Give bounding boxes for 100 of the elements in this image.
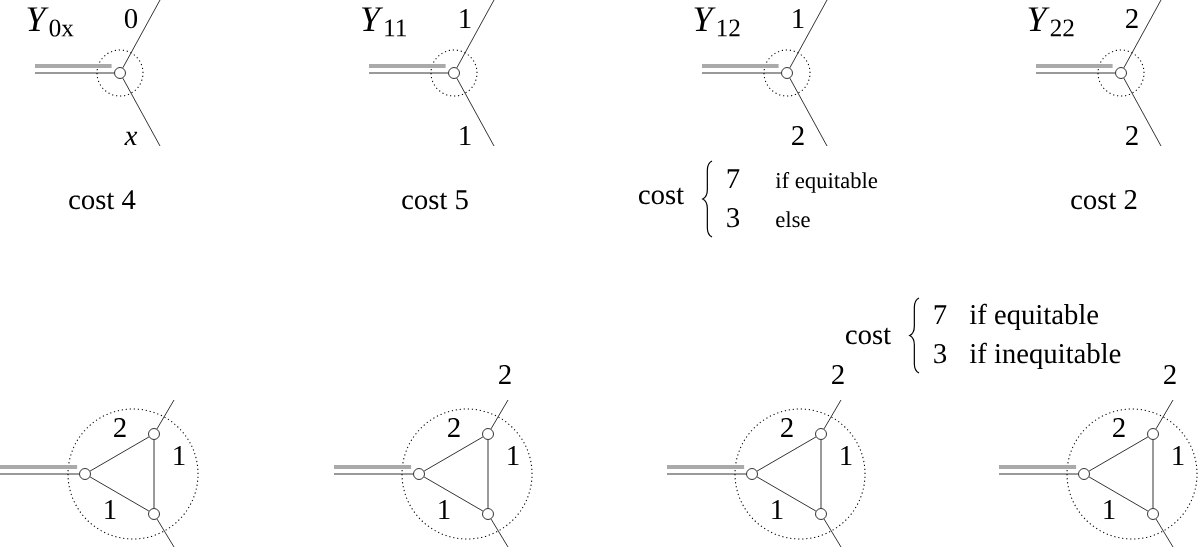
line <box>34 72 115 74</box>
vertex <box>1147 428 1159 440</box>
line <box>1123 77 1162 147</box>
line <box>998 473 1079 475</box>
edge-label: 0 <box>124 8 138 29</box>
thick-line <box>35 64 112 68</box>
line <box>333 473 414 475</box>
line <box>156 518 175 547</box>
edge-label: 1 <box>174 446 185 465</box>
thick-line <box>369 64 446 68</box>
value-label: 7 <box>934 305 947 324</box>
cost-label: cost 4 <box>69 190 136 210</box>
dotted-circle <box>1066 408 1198 540</box>
edge-label: 2 <box>448 418 460 437</box>
vertex <box>1147 508 1159 520</box>
edge-label: 2 <box>114 418 126 437</box>
line <box>1155 518 1174 547</box>
condition-label: if equitable <box>775 172 878 193</box>
edge-label: 2 <box>832 365 844 384</box>
thick-line <box>702 64 779 68</box>
dotted-circle <box>96 49 144 97</box>
line <box>789 0 828 69</box>
edge-label: 2 <box>1126 126 1138 145</box>
edge-label: 1 <box>105 500 116 519</box>
vertex <box>746 468 758 480</box>
value-label: 3 <box>934 344 947 364</box>
vertex <box>1115 67 1127 79</box>
vertex <box>448 67 460 79</box>
vertex <box>148 428 160 440</box>
line <box>756 436 817 472</box>
condition-label: if equitable <box>969 303 1099 331</box>
line <box>756 476 817 512</box>
edge-label: x <box>124 131 138 145</box>
line <box>456 0 495 69</box>
dotted-circle <box>401 408 533 540</box>
dotted-circle <box>67 408 199 540</box>
line <box>666 473 747 475</box>
line <box>0 473 80 475</box>
line <box>122 77 161 147</box>
edge-label: 1 <box>1104 500 1115 519</box>
thick-line <box>0 465 78 469</box>
symbol-label: Y$_{11}$ <box>362 7 406 37</box>
vertex <box>482 508 494 520</box>
value-label: 7 <box>727 169 740 188</box>
line <box>423 436 484 472</box>
vertex <box>148 508 160 520</box>
edge-label: 1 <box>1173 446 1184 465</box>
line <box>1123 0 1162 69</box>
line <box>153 439 155 509</box>
edge-label: 1 <box>841 446 852 465</box>
vertex <box>815 428 827 440</box>
cost-label: cost <box>639 187 684 205</box>
edge-label: 2 <box>781 418 793 437</box>
line <box>1152 439 1154 509</box>
line <box>156 399 175 430</box>
thick-line <box>999 465 1077 469</box>
dotted-circle <box>1097 49 1145 97</box>
line <box>823 399 842 430</box>
line <box>89 476 150 512</box>
line <box>487 439 489 509</box>
edge-label: 2 <box>792 126 804 145</box>
vertex <box>114 67 126 79</box>
line <box>1088 436 1149 472</box>
symbol-label: Y$_{12}$ <box>694 7 740 37</box>
line <box>1035 72 1116 74</box>
edge-label: 2 <box>1126 9 1138 28</box>
cost-label: cost 5 <box>402 190 468 210</box>
line <box>820 439 822 509</box>
thick-line <box>667 465 745 469</box>
edge-label: 1 <box>460 9 471 28</box>
line <box>89 436 150 472</box>
line <box>490 399 509 430</box>
line <box>423 476 484 512</box>
dotted-circle <box>763 49 811 97</box>
thick-line <box>1036 64 1113 68</box>
value-label: 3 <box>727 208 740 228</box>
vertex <box>781 67 793 79</box>
edge-label: 2 <box>1113 418 1125 437</box>
line <box>1155 399 1174 430</box>
edge-label: 1 <box>508 446 519 465</box>
line <box>490 518 509 547</box>
symbol-label: Y$_{0x}$ <box>27 7 74 37</box>
edge-label: 1 <box>772 500 783 519</box>
edge-label: 2 <box>1164 365 1176 384</box>
thick-line <box>334 465 412 469</box>
vertex <box>815 508 827 520</box>
cost-label: cost 2 <box>1071 190 1137 210</box>
line <box>122 0 161 69</box>
edge-label: 1 <box>460 126 471 145</box>
dotted-circle <box>430 49 478 97</box>
edge-label: 1 <box>793 9 804 28</box>
edge-label: 2 <box>499 365 511 384</box>
dotted-circle <box>734 408 866 540</box>
edge-label: 1 <box>439 500 450 519</box>
condition-label: if inequitable <box>969 342 1121 370</box>
line <box>456 77 495 147</box>
vertex <box>79 468 91 480</box>
line <box>789 77 828 147</box>
line <box>368 72 449 74</box>
vertex <box>482 428 494 440</box>
